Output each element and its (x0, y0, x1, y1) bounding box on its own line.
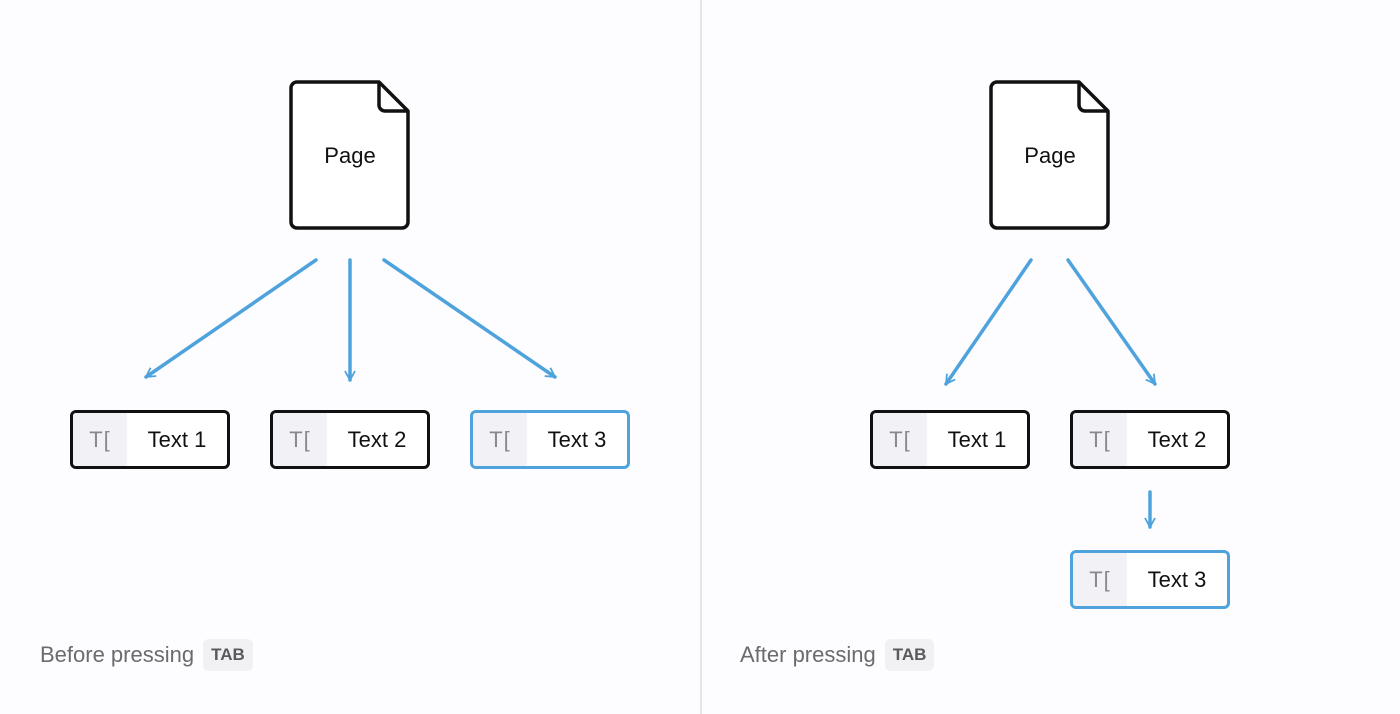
block-label: Text 1 (147, 426, 207, 452)
caption-after: After pressing TAB (740, 639, 935, 671)
text-icon: T[ (273, 413, 327, 466)
text-block-3-selected[interactable]: T[ Text 3 (1070, 550, 1230, 609)
text-block-1[interactable]: T[ Text 1 (70, 410, 230, 469)
block-label: Text 1 (947, 426, 1007, 452)
arrow-page-to-text1 (944, 258, 1033, 386)
text-icon: T[ (73, 413, 127, 466)
text-block-2[interactable]: T[ Text 2 (270, 410, 430, 469)
caption-before: Before pressing TAB (40, 639, 253, 671)
text-icon: T[ (873, 413, 927, 466)
page-label: Page (324, 143, 376, 168)
block-label: Text 3 (1147, 566, 1207, 592)
caption-text: Before pressing (40, 642, 195, 667)
arrow-page-to-text3 (382, 258, 557, 379)
block-label: Text 3 (547, 426, 607, 452)
page-icon (989, 80, 1110, 230)
page-label: Page (1024, 143, 1076, 168)
text-icon: T[ (1073, 413, 1127, 466)
block-label: Text 2 (1147, 426, 1207, 452)
text-block-3-selected[interactable]: T[ Text 3 (470, 410, 630, 469)
text-icon: T[ (1073, 553, 1127, 606)
panel-divider (700, 0, 702, 714)
tab-key-badge: TAB (203, 639, 253, 671)
caption-text: After pressing (740, 642, 876, 667)
text-icon: T[ (473, 413, 527, 466)
block-label: Text 2 (347, 426, 407, 452)
tab-key-badge: TAB (884, 639, 935, 671)
arrow-page-to-text1 (144, 258, 318, 379)
text-block-2[interactable]: T[ Text 2 (1070, 410, 1230, 469)
text-block-1[interactable]: T[ Text 1 (870, 410, 1030, 469)
arrow-page-to-text2 (1066, 258, 1157, 386)
page-icon (289, 80, 410, 230)
